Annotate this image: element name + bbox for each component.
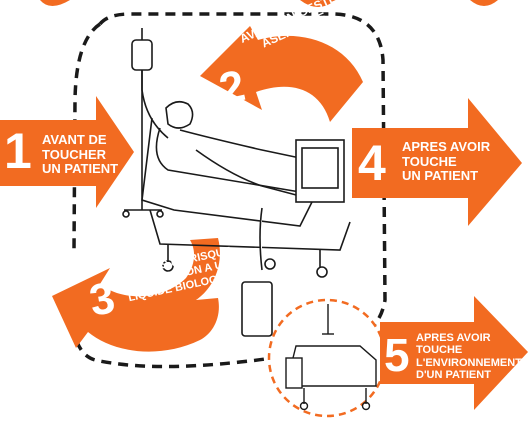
moment-5-number: 5	[384, 332, 410, 378]
moment-5-line-1: APRES AVOIR	[416, 332, 522, 344]
moment-5-line-4: D'UN PATIENT	[416, 369, 522, 381]
moment-1-line-3: UN PATIENT	[42, 162, 118, 177]
moment-5-label: APRES AVOIR TOUCHE L'ENVIRONNEMENT D'UN …	[416, 332, 522, 381]
drainage-bag	[242, 208, 272, 336]
moment-4-line-2: TOUCHE	[402, 155, 490, 170]
moment-4-number: 4	[358, 138, 386, 188]
moment-4-line-3: UN PATIENT	[402, 169, 490, 184]
moment-1-label: AVANT DE TOUCHER UN PATIENT	[42, 133, 118, 177]
moment-1-number: 1	[4, 126, 32, 176]
moment-5-line-2: TOUCHE	[416, 344, 522, 356]
top-left-arc-decoration	[40, 0, 70, 6]
iv-drip-stand	[123, 28, 168, 217]
moment-5-line-3: L'ENVIRONNEMENT	[416, 357, 522, 369]
moment-4-line-1: APRES AVOIR	[402, 140, 490, 155]
top-far-right-arc-decoration	[470, 0, 498, 6]
hospital-bed-illustration	[142, 102, 350, 277]
moment-1-line-1: AVANT DE	[42, 133, 118, 148]
moment-4-label: APRES AVOIR TOUCHE UN PATIENT	[402, 140, 490, 184]
moment-1-line-2: TOUCHER	[42, 148, 118, 163]
